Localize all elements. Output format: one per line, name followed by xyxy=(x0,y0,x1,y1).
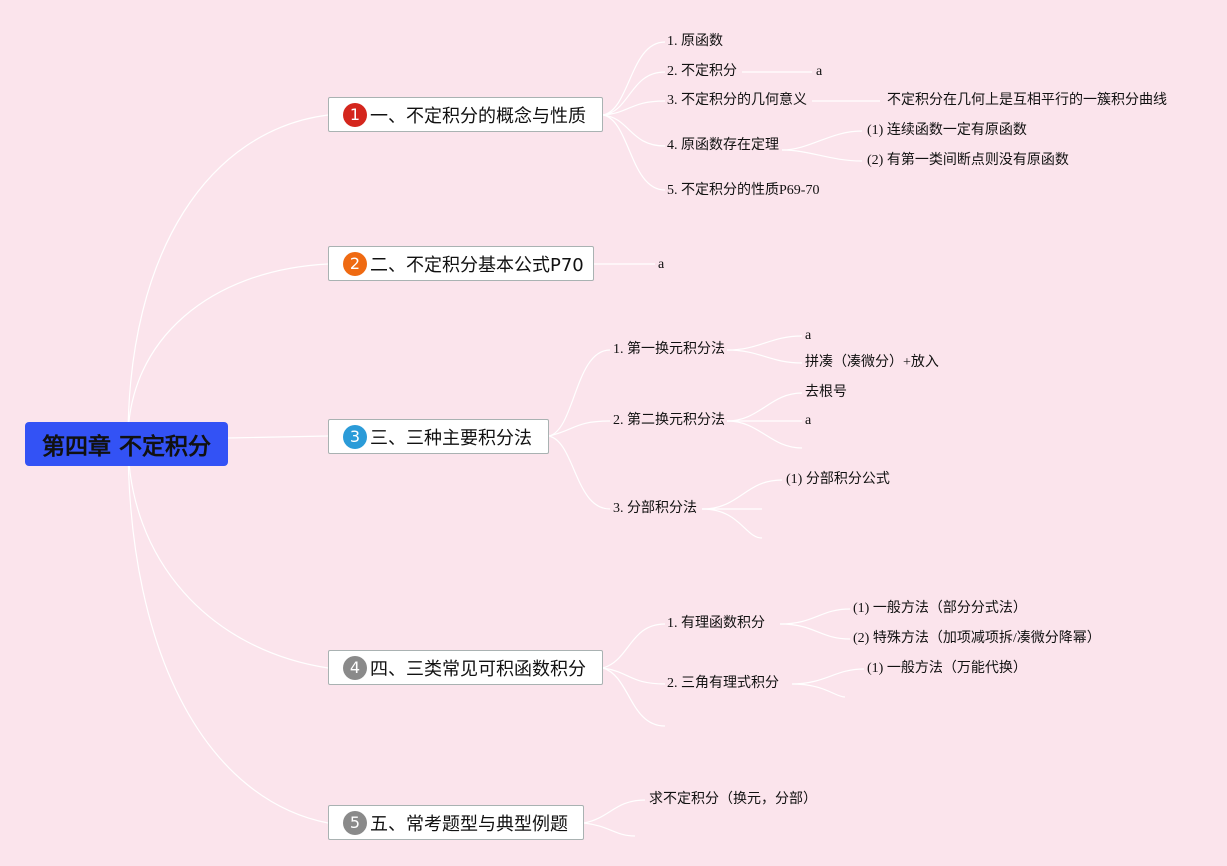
connector-b4-c2-g1 xyxy=(791,668,865,685)
branch-label-3: 三、三种主要积分法 xyxy=(370,427,532,449)
connector-b1-c4-g1 xyxy=(781,130,863,151)
topic-node-3-2[interactable]: 2. 第二换元积分法 xyxy=(613,413,725,428)
topic-node-1-2[interactable]: 2. 不定积分 xyxy=(667,64,737,79)
subtopic-node-3-2-2[interactable]: a xyxy=(805,413,812,428)
topic-node-3-3[interactable]: 3. 分部积分法 xyxy=(613,501,697,516)
connector-b3-c3-g3 xyxy=(701,508,763,539)
connector-b5-c2 xyxy=(583,822,636,837)
connector-b4-c1-g1 xyxy=(779,608,851,625)
connector-b3-c2-g3 xyxy=(726,420,803,449)
branch-node-3[interactable]: 3 三、三种主要积分法 xyxy=(328,419,549,454)
topic-node-1-4[interactable]: 4. 原函数存在定理 xyxy=(667,138,779,153)
subtopic-node-1-4-1[interactable]: (1) 连续函数一定有原函数 xyxy=(867,123,1027,138)
connector-root-branch-2 xyxy=(127,263,329,441)
branch-label-2: 二、不定积分基本公式P70 xyxy=(370,254,584,276)
connector-b4-c2-g2 xyxy=(791,683,846,698)
connector-b1-c1 xyxy=(602,41,666,116)
subtopic-node-1-2-1[interactable]: a xyxy=(816,64,823,79)
connector-b5-c1 xyxy=(583,799,646,824)
subtopic-node-3-2-1[interactable]: 去根号 xyxy=(805,385,847,400)
badge-4: 4 xyxy=(343,655,367,680)
badge-2: 2 xyxy=(343,251,367,276)
subtopic-node-4-2-1[interactable]: (1) 一般方法（万能代换） xyxy=(867,661,1027,676)
topic-node-3-1[interactable]: 1. 第一换元积分法 xyxy=(613,342,725,357)
connector-b4-c1 xyxy=(602,623,666,669)
branch-node-1[interactable]: 1 一、不定积分的概念与性质 xyxy=(328,97,603,132)
topic-node-4-2[interactable]: 2. 三角有理式积分 xyxy=(667,676,779,691)
branch-label-4: 四、三类常见可积函数积分 xyxy=(370,658,586,680)
subtopic-node-1-4-2[interactable]: (2) 有第一类间断点则没有原函数 xyxy=(867,153,1069,168)
subtopic-node-4-1-1[interactable]: (1) 一般方法（部分分式法） xyxy=(853,601,1027,616)
subtopic-node-3-1-1[interactable]: a xyxy=(805,328,812,343)
connector-b3-c3 xyxy=(548,435,611,510)
branch-node-5[interactable]: 5 五、常考题型与典型例题 xyxy=(328,805,584,840)
topic-node-1-3[interactable]: 3. 不定积分的几何意义 xyxy=(667,93,807,108)
root-node[interactable]: 第四章 不定积分 xyxy=(25,422,228,466)
branch-node-2[interactable]: 2 二、不定积分基本公式P70 xyxy=(328,246,594,281)
connector-b1-c4 xyxy=(602,114,666,147)
subtopic-node-1-3-1[interactable]: 不定积分在几何上是互相平行的一簇积分曲线 xyxy=(887,93,1167,108)
topic-node-2-1[interactable]: a xyxy=(658,257,665,272)
subtopic-node-4-1-2[interactable]: (2) 特殊方法（加项减项拆/凑微分降幂） xyxy=(853,631,1101,646)
topic-node-5-1[interactable]: 求不定积分（换元，分部） xyxy=(649,792,817,807)
connector-b3-c1-g1 xyxy=(726,335,803,351)
connector-b1-c4-g2 xyxy=(781,149,863,162)
topic-node-1-5[interactable]: 5. 不定积分的性质P69-70 xyxy=(667,183,820,198)
connector-b4-c2 xyxy=(602,667,666,685)
branch-label-1: 一、不定积分的概念与性质 xyxy=(370,105,586,127)
connector-b4-c3 xyxy=(602,667,666,727)
branch-node-4[interactable]: 4 四、三类常见可积函数积分 xyxy=(328,650,603,685)
connector-b3-c1-g2 xyxy=(726,349,803,364)
connector-root-branch-5 xyxy=(127,439,329,824)
connector-b3-c2 xyxy=(548,420,611,437)
subtopic-node-3-1-2[interactable]: 拼凑（凑微分）+放入 xyxy=(805,355,939,370)
connector-b3-c2-g1 xyxy=(726,392,803,422)
connector-b1-c2 xyxy=(602,71,666,116)
topic-node-1-1[interactable]: 1. 原函数 xyxy=(667,34,723,49)
connector-b3-c1 xyxy=(548,349,611,437)
connector-root-branch-1 xyxy=(127,114,329,441)
badge-3: 3 xyxy=(343,424,367,449)
topic-node-4-1[interactable]: 1. 有理函数积分 xyxy=(667,616,765,631)
connector-root-branch-3 xyxy=(227,435,329,439)
branch-label-5: 五、常考题型与典型例题 xyxy=(370,813,568,835)
connector-b1-c3 xyxy=(602,100,666,116)
connector-b3-c3-g1 xyxy=(701,479,783,510)
connector-b1-c5 xyxy=(602,114,666,191)
connector-b4-c1-g2 xyxy=(779,623,851,640)
badge-5: 5 xyxy=(343,810,367,835)
connector-root-branch-4 xyxy=(127,439,329,669)
badge-1: 1 xyxy=(343,102,367,127)
subtopic-node-3-3-1[interactable]: (1) 分部积分公式 xyxy=(786,472,890,487)
